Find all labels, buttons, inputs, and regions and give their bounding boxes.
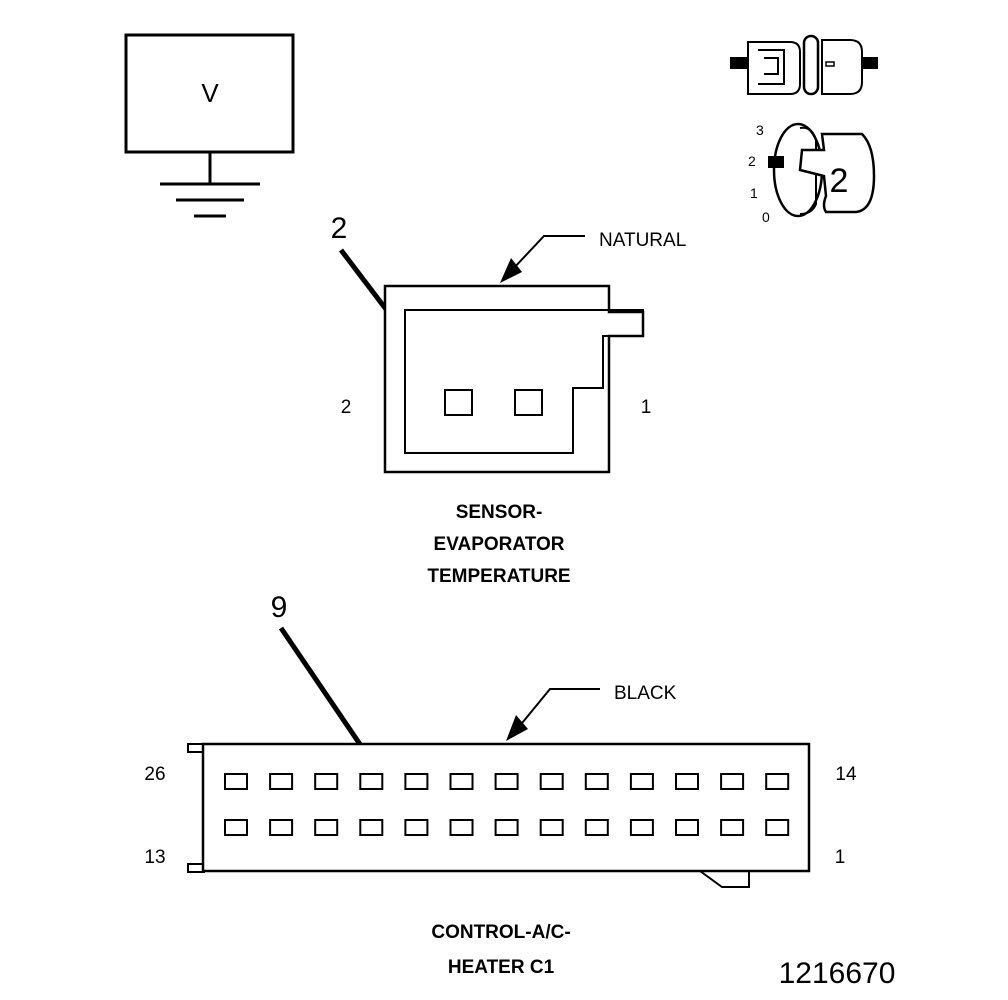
- connector-pair-icon: [730, 34, 878, 96]
- voltmeter-icon: V: [124, 33, 295, 218]
- control-pin-cavity: [359, 819, 384, 836]
- sensor-pin-cavity: [444, 389, 473, 416]
- sensor-color-leader: [511, 235, 585, 271]
- key-selected-position: 2: [830, 162, 849, 200]
- control-pin-cavity: [404, 773, 429, 790]
- control-pin-cavity: [584, 819, 609, 836]
- control-pin-cavity: [765, 819, 790, 836]
- sensor-color-label: NATURAL: [599, 230, 686, 251]
- control-pin-cavity: [629, 819, 654, 836]
- control-pin-cavity: [675, 819, 699, 836]
- control-pin-cavity: [720, 819, 745, 836]
- sensor-evaporator-connector: 2 NATURAL 2 1 SENSOR- EVAPORATOR TEMPERA…: [331, 212, 687, 587]
- key-position-0: 0: [762, 209, 770, 225]
- key-position-3: 3: [756, 122, 764, 138]
- control-pin-cavity: [494, 819, 519, 836]
- control-pin-1-label: 1: [835, 847, 846, 868]
- control-callout-number: 9: [271, 591, 288, 624]
- sensor-pin-left-label: 2: [341, 397, 352, 418]
- control-pin-cavity: [269, 819, 294, 836]
- control-pin-cavity: [629, 773, 654, 790]
- control-pin-cavity: [359, 773, 384, 790]
- control-pin-cavity: [494, 773, 519, 790]
- control-title-line-1: CONTROL-A/C-: [431, 922, 570, 943]
- sensor-title-line-2: EVAPORATOR: [434, 534, 565, 555]
- control-pin-cavity: [449, 773, 474, 790]
- voltmeter-symbol: V: [201, 78, 219, 108]
- control-pin-cavity: [539, 773, 564, 790]
- control-pin-cavity: [765, 773, 790, 790]
- control-pin-cavity: [449, 819, 474, 836]
- control-pin-cavity: [224, 819, 248, 836]
- control-pin-13-label: 13: [144, 847, 165, 868]
- control-pin-cavity: [539, 819, 564, 836]
- control-pin-26-label: 26: [144, 764, 165, 785]
- sensor-title-line-1: SENSOR-: [456, 502, 543, 523]
- control-ac-heater-connector: 9 BLACK 26 14 13 1 CONTROL-A/C- HEATER C…: [144, 591, 857, 978]
- control-pin-grid: [224, 773, 790, 836]
- control-pin-cavity: [675, 773, 699, 790]
- key-position-1: 1: [750, 185, 758, 201]
- control-pin-14-label: 14: [835, 764, 857, 785]
- control-pin-cavity: [224, 773, 248, 790]
- control-pin-cavity: [720, 773, 745, 790]
- sensor-title-line-3: TEMPERATURE: [427, 566, 570, 587]
- control-title-line-2: HEATER C1: [448, 957, 555, 978]
- control-pin-cavity: [314, 773, 339, 790]
- control-pin-cavity: [269, 773, 294, 790]
- key-position-2: 2: [748, 153, 756, 169]
- control-pin-cavity: [584, 773, 609, 790]
- sensor-pin-cavity: [514, 389, 543, 416]
- figure-id: 1216670: [779, 957, 896, 990]
- control-color-label: BLACK: [614, 683, 677, 704]
- control-pin-cavity: [314, 819, 339, 836]
- sensor-callout-number: 2: [331, 212, 348, 245]
- ignition-key-icon: 3 2 1 0 2: [748, 122, 876, 225]
- ground-icon: [160, 182, 260, 218]
- control-color-leader: [517, 688, 600, 729]
- sensor-pin-right-label: 1: [641, 397, 652, 418]
- control-pin-cavity: [404, 819, 429, 836]
